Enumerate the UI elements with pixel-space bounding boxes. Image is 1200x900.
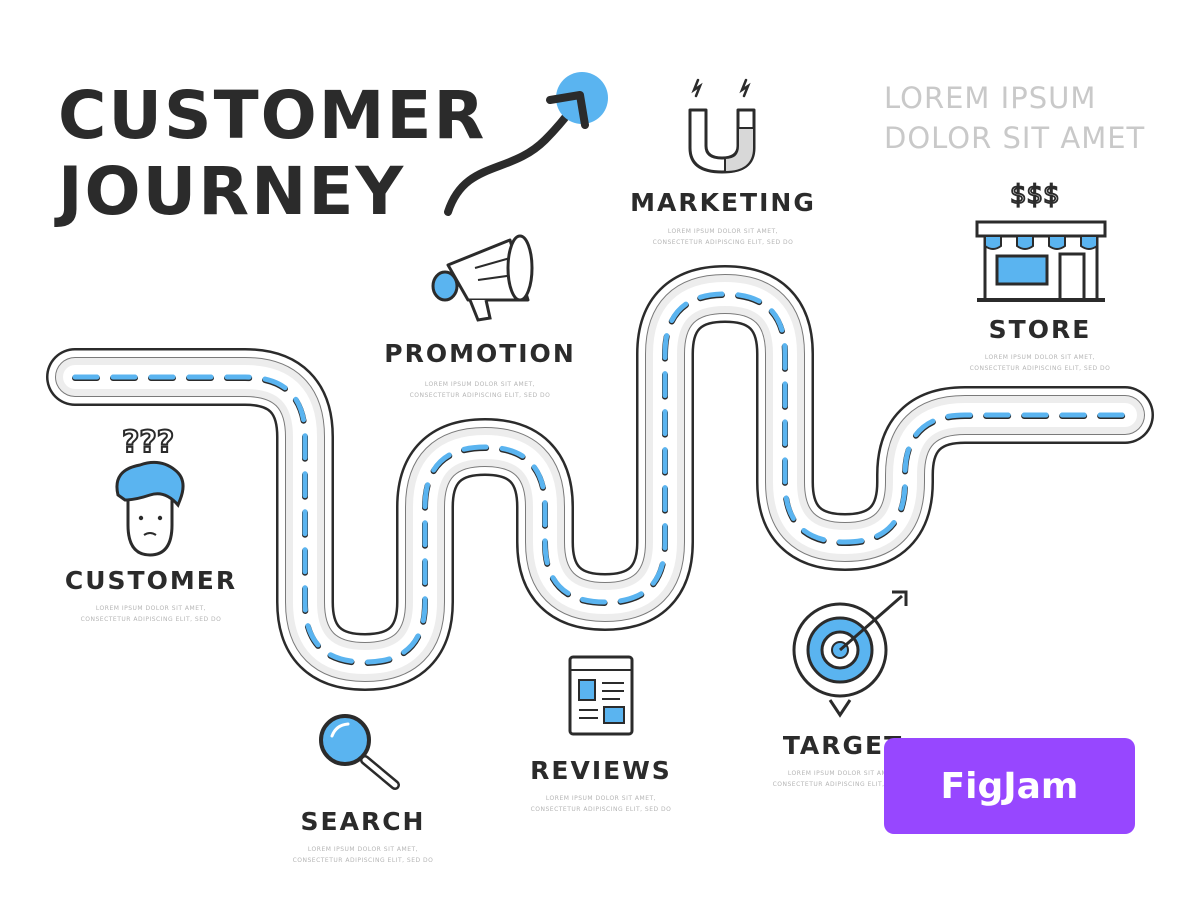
confused-person-icon: ??? [115,424,185,557]
stage-label-search: SEARCH [300,807,426,836]
stage-desc-marketing: LOREM IPSUM DOLOR SIT AMET,CONSECTETUR A… [652,228,794,246]
journey-road [46,265,1154,691]
svg-text:???: ??? [122,425,174,460]
stage-label-store: STORE [988,315,1092,344]
stage-label-promotion: PROMOTION [384,339,576,368]
stage-label-target: TARGET [782,731,904,760]
stage-desc-search: LOREM IPSUM DOLOR SIT AMET,CONSECTETUR A… [292,846,434,864]
arrow-icon [444,72,608,216]
newspaper-icon [568,655,634,736]
stage-label-customer: CUSTOMER [64,566,238,595]
stage-desc-promotion: LOREM IPSUM DOLOR SIT AMET,CONSECTETUR A… [409,381,551,399]
figjam-badge[interactable]: FigJam [884,738,1135,834]
megaphone-icon [431,234,534,322]
lorem-heading: LOREM IPSUM DOLOR SIT AMET [884,81,1146,155]
stage-desc-store: LOREM IPSUM DOLOR SIT AMET,CONSECTETUR A… [969,354,1111,372]
target-icon [792,590,908,718]
stage-label-reviews: REVIEWS [530,756,672,785]
magnifier-icon [319,714,400,790]
stage-desc-target: LOREM IPSUM DOLOR SIT AMET,CONSECTETUR A… [772,770,914,788]
page-title: CUSTOMER JOURNEY [58,77,487,230]
store-money-icon: $$$ [1010,180,1060,210]
stage-desc-customer: LOREM IPSUM DOLOR SIT AMET,CONSECTETUR A… [80,605,222,623]
store-icon: $$$ [975,179,1107,302]
stage-desc-reviews: LOREM IPSUM DOLOR SIT AMET,CONSECTETUR A… [530,795,672,813]
magnet-icon [688,78,756,174]
stage-label-marketing: MARKETING [630,188,816,217]
